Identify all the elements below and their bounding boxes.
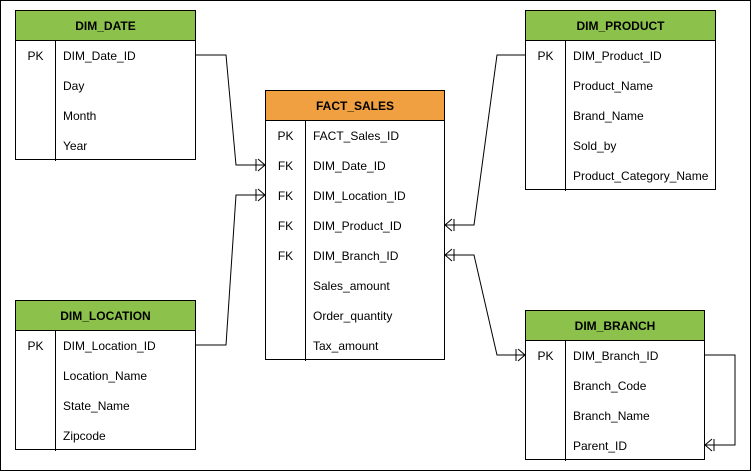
entity-row: Parent_ID xyxy=(526,431,704,461)
entity-row: Product_Category_Name xyxy=(526,161,715,191)
key-column xyxy=(16,41,56,161)
entity-row: Product_Name xyxy=(526,71,715,101)
entity-body: PK DIM_Product_ID Product_Name Brand_Name… xyxy=(526,41,715,191)
field-name: DIM_Date_ID xyxy=(313,159,386,173)
key-label: FK xyxy=(277,249,294,263)
entity-row: PK DIM_Branch_ID xyxy=(526,341,704,371)
key-column xyxy=(526,341,566,461)
entity-row: Sales_amount xyxy=(266,271,444,301)
field-name: Sales_amount xyxy=(313,279,390,293)
field-name: Parent_ID xyxy=(573,439,628,453)
field-name: Month xyxy=(63,109,97,123)
key-column xyxy=(526,41,566,191)
entity-dim-location: DIM_LOCATION PK DIM_Location_ID Location_… xyxy=(15,300,196,451)
entity-header: FACT_SALES xyxy=(266,91,444,121)
field-name: FACT_Sales_ID xyxy=(313,129,400,143)
field-name: Brand_Name xyxy=(573,109,644,123)
entity-header: DIM_PRODUCT xyxy=(526,11,715,41)
entity-row: Day xyxy=(16,71,195,101)
entity-body: PK FACT_Sales_ID FK DIM_Date_ID FK DIM_Loca… xyxy=(266,121,444,361)
key-label: FK xyxy=(277,159,294,173)
entity-row: FK DIM_Date_ID xyxy=(266,151,444,181)
entity-body: PK DIM_Date_ID Day Month Year xyxy=(16,41,195,161)
entity-row: FK DIM_Branch_ID xyxy=(266,241,444,271)
entity-row: FK DIM_Product_ID xyxy=(266,211,444,241)
entity-dim-product: DIM_PRODUCT PK DIM_Product_ID Product_Nam… xyxy=(525,10,716,191)
entity-row: Sold_by xyxy=(526,131,715,161)
entity-row: Tax_amount xyxy=(266,331,444,361)
field-name: DIM_Location_ID xyxy=(313,189,406,203)
key-label: FK xyxy=(277,219,294,233)
field-name: State_Name xyxy=(63,399,130,413)
entity-row: State_Name xyxy=(16,391,195,421)
entity-row: FK DIM_Location_ID xyxy=(266,181,444,211)
field-name: Day xyxy=(63,79,85,93)
field-name: Branch_Code xyxy=(573,379,647,393)
entity-row: Order_quantity xyxy=(266,301,444,331)
entity-body: PK DIM_Location_ID Location_Name State_Na… xyxy=(16,331,195,451)
key-label: PK xyxy=(537,349,554,363)
key-column xyxy=(16,331,56,451)
entity-title: DIM_BRANCH xyxy=(574,318,656,333)
entity-fact-sales: FACT_SALES PK FACT_Sales_ID FK DIM_Date_ID… xyxy=(265,90,445,361)
field-name: Year xyxy=(63,139,88,153)
entity-row: PK DIM_Date_ID xyxy=(16,41,195,71)
entity-row: PK DIM_Product_ID xyxy=(526,41,715,71)
entity-header: DIM_BRANCH xyxy=(526,311,704,341)
entity-header: DIM_LOCATION xyxy=(16,301,195,331)
key-label: PK xyxy=(27,339,44,353)
key-label: PK xyxy=(537,49,554,63)
key-label: PK xyxy=(27,49,44,63)
entity-row: Branch_Name xyxy=(526,401,704,431)
field-name: DIM_Product_ID xyxy=(313,219,402,233)
field-name: DIM_Location_ID xyxy=(63,339,156,353)
entity-title: DIM_DATE xyxy=(75,18,136,33)
field-name: Branch_Name xyxy=(573,409,650,423)
entity-title: DIM_LOCATION xyxy=(60,308,151,323)
entity-row: Brand_Name xyxy=(526,101,715,131)
field-name: Tax_amount xyxy=(313,339,379,353)
entity-row: PK DIM_Location_ID xyxy=(16,331,195,361)
field-name: Sold_by xyxy=(573,139,617,153)
field-name: Order_quantity xyxy=(313,309,393,323)
field-name: Location_Name xyxy=(63,369,148,383)
field-name: DIM_Date_ID xyxy=(63,49,136,63)
field-name: Product_Category_Name xyxy=(573,169,709,183)
entity-title: DIM_PRODUCT xyxy=(576,18,665,33)
field-name: DIM_Branch_ID xyxy=(313,249,399,263)
entity-row: Year xyxy=(16,131,195,161)
entity-row: Branch_Code xyxy=(526,371,704,401)
field-name: DIM_Product_ID xyxy=(573,49,662,63)
field-name: Product_Name xyxy=(573,79,654,93)
field-name: DIM_Branch_ID xyxy=(573,349,659,363)
entity-row: PK FACT_Sales_ID xyxy=(266,121,444,151)
key-column xyxy=(266,121,306,361)
entity-row: Month xyxy=(16,101,195,131)
key-label: FK xyxy=(277,189,294,203)
field-name: Zipcode xyxy=(63,429,106,443)
entity-row: Zipcode xyxy=(16,421,195,451)
entity-dim-branch: DIM_BRANCH PK DIM_Branch_ID Branch_Code B… xyxy=(525,310,705,461)
entity-title: FACT_SALES xyxy=(315,98,394,113)
entity-dim-date: DIM_DATE PK DIM_Date_ID Day Month Year xyxy=(15,10,196,161)
entity-header: DIM_DATE xyxy=(16,11,195,41)
entity-row: Location_Name xyxy=(16,361,195,391)
key-label: PK xyxy=(277,129,294,143)
